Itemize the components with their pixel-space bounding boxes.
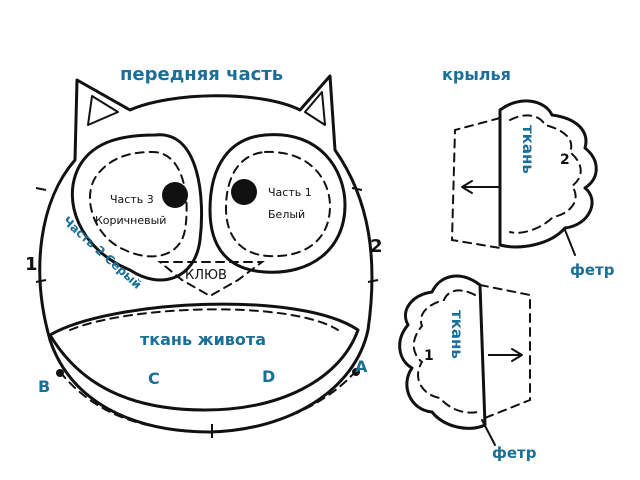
upper-felt-label: фетр <box>570 261 615 279</box>
part1-color: Белый <box>268 208 305 221</box>
lower-wing-arrowhead <box>511 348 523 362</box>
belly-label: ткань живота <box>140 330 266 349</box>
bottom-seam-dashed <box>59 371 356 434</box>
tick-left-2 <box>35 279 47 283</box>
belly-piece <box>48 302 360 412</box>
front-piece: передняя часть Часть 3 Коричневый Часть … <box>25 64 383 438</box>
lower-felt-label: фетр <box>492 444 537 462</box>
upper-wing-scallop-dashed <box>509 114 582 234</box>
mark-b: B <box>38 377 50 396</box>
beak-dashed <box>157 261 265 298</box>
left-ear-inner <box>87 95 119 126</box>
mark-c: C <box>148 369 160 388</box>
belly-dashed <box>69 308 339 331</box>
upper-felt-pointer <box>564 229 576 256</box>
upper-wing-scallop <box>498 99 598 249</box>
right-pupil <box>231 179 257 205</box>
front-title: передняя часть <box>120 64 283 85</box>
owl-body-outline <box>38 74 374 434</box>
right-eye-inner-dashed <box>224 150 332 258</box>
tick-right-2 <box>367 279 379 283</box>
lower-wing-dashed-rect <box>479 284 531 421</box>
upper-wing-fabric-label: ткань <box>519 125 537 174</box>
upper-wing-dashed-rect <box>450 117 501 249</box>
upper-wing-mark-2: 2 <box>560 152 570 168</box>
wings-section: крылья 2 ткань фетр 1 ткань фетр <box>398 65 615 462</box>
left-eye-outer <box>70 133 203 282</box>
left-pupil <box>162 182 188 208</box>
wings-title: крылья <box>442 65 511 84</box>
mark-d: D <box>262 367 275 386</box>
lower-wing-scallop <box>398 274 487 430</box>
point-a <box>352 368 360 376</box>
lower-felt-pointer <box>481 419 496 446</box>
lower-wing-mark-1: 1 <box>424 348 434 364</box>
point-b <box>56 369 64 377</box>
lower-wing-scallop-dashed <box>412 289 479 414</box>
part1-label: Часть 1 <box>268 186 312 199</box>
mark-a: A <box>355 357 368 376</box>
mark-left-1: 1 <box>25 254 38 275</box>
tick-left-1 <box>35 187 47 191</box>
tick-right-1 <box>351 187 363 191</box>
right-eye-outer <box>208 133 347 274</box>
part3-label: Часть 3 <box>110 193 154 206</box>
part3-color: Коричневый <box>95 214 166 227</box>
right-ear-inner <box>304 91 326 126</box>
lower-wing-fabric-label: ткань <box>448 310 466 359</box>
upper-wing-arrowhead <box>461 180 473 194</box>
beak-label: КЛЮВ <box>185 268 227 283</box>
mark-right-2: 2 <box>370 236 383 257</box>
